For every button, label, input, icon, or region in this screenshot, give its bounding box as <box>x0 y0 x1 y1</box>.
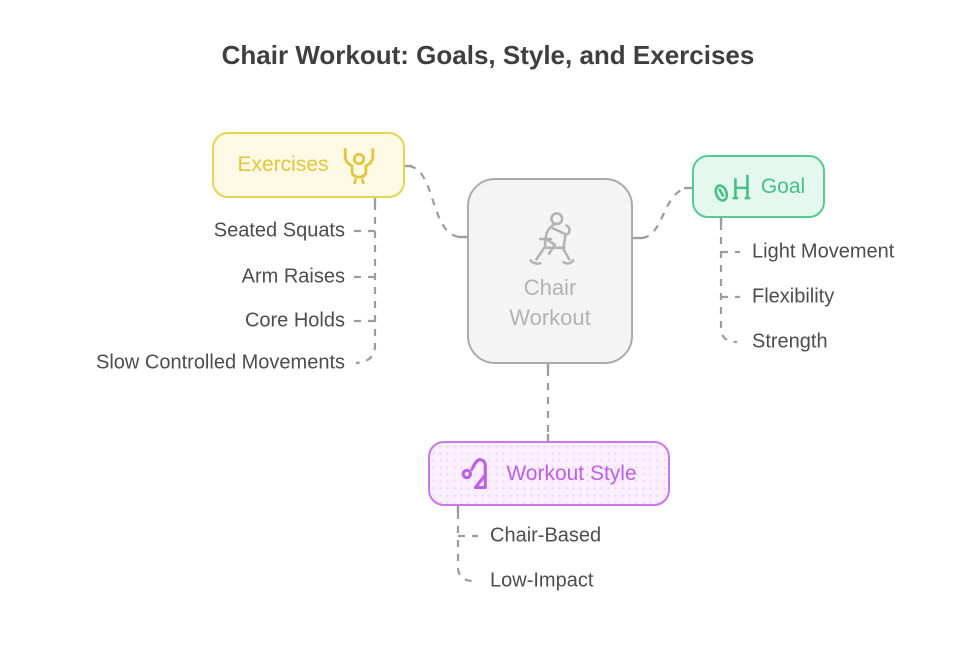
exercises-label: Exercises <box>237 153 329 176</box>
center-node-label: Chair Workout <box>509 275 591 330</box>
connector-center-goal <box>641 186 689 240</box>
diagram-title: Chair Workout: Goals, Style, and Exercis… <box>221 40 755 70</box>
leaf-light-movement: Light Movement <box>752 240 895 263</box>
spine-style <box>456 512 475 583</box>
connector-exercises-center <box>408 164 460 239</box>
node-workout-style: Workout Style <box>428 441 670 506</box>
goal-label: Goal <box>760 174 806 198</box>
leaf-strength: Strength <box>752 330 828 353</box>
flexing-person-icon <box>338 146 380 184</box>
leaf-seated-squats: Seated Squats <box>213 219 345 242</box>
node-exercises: Exercises <box>212 132 405 198</box>
exercise-bike-icon <box>519 210 581 270</box>
leaf-core-holds: Core Holds <box>244 309 345 332</box>
leaf-arm-raises: Arm Raises <box>241 265 345 288</box>
stretching-person-icon <box>461 454 497 494</box>
leaf-flexibility: Flexibility <box>752 285 835 308</box>
leaf-slow-controlled-movements: Slow Controlled Movements <box>96 351 345 374</box>
leaf-chair-based: Chair-Based <box>490 524 602 547</box>
node-chair-workout: Chair Workout <box>467 178 633 364</box>
spine-goal <box>719 223 738 344</box>
leaf-low-impact: Low-Impact <box>490 569 594 592</box>
node-goal: Goal <box>692 155 825 218</box>
spine-exercises <box>355 203 377 365</box>
rugby-goal-icon <box>712 169 752 205</box>
workout-style-label: Workout Style <box>506 461 637 485</box>
